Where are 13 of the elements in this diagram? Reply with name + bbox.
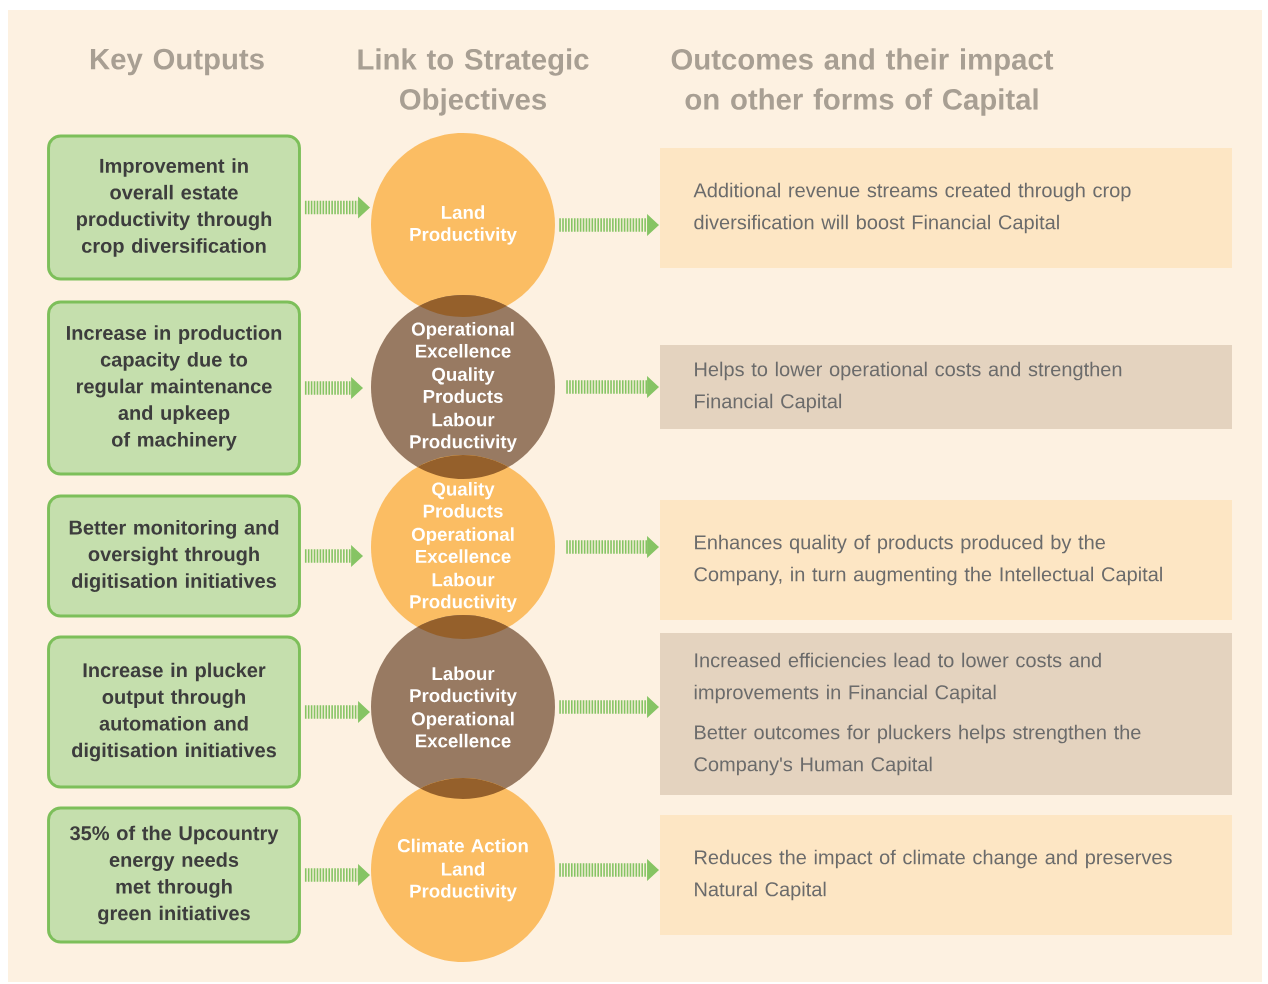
output-box: Increase in plucker output through automation and digitisation initiatives: [47, 635, 301, 789]
column-heading: Key Outputs: [90, 48, 264, 76]
column-heading: Link to Strategic Objectives: [358, 48, 589, 116]
output-box: Improvement in overall estate productivity through crop diversification: [47, 134, 301, 281]
output-box: 35% of the Upcountry energy needs met through green initiatives: [47, 806, 301, 944]
output-box: Increase in production capacity due to regular maintenance and upkeep of machinery: [47, 300, 301, 476]
outcome-box: Helps to lower operational costs and strengthen Financial Capital: [660, 345, 1232, 429]
output-box: Better monitoring and oversight through digitisation initiatives: [47, 494, 301, 618]
outcome-box: Reduces the impact of climate change and preserves Natural Capital: [660, 815, 1232, 935]
column-heading: Outcomes and their impact on other forms of Capital: [671, 48, 1054, 116]
outcome-box: Enhances quality of products produced by the Company, in turn augmenting the Intellectual Capital: [660, 500, 1232, 620]
outcome-box: Increased efficiencies lead to lower costs and improvements in Financial Capital Better outcomes for pluckers helps strengthen the Company's Human Capital: [660, 633, 1232, 795]
outcome-box: Additional revenue streams created through crop diversification will boost Financial Capital: [660, 148, 1232, 268]
